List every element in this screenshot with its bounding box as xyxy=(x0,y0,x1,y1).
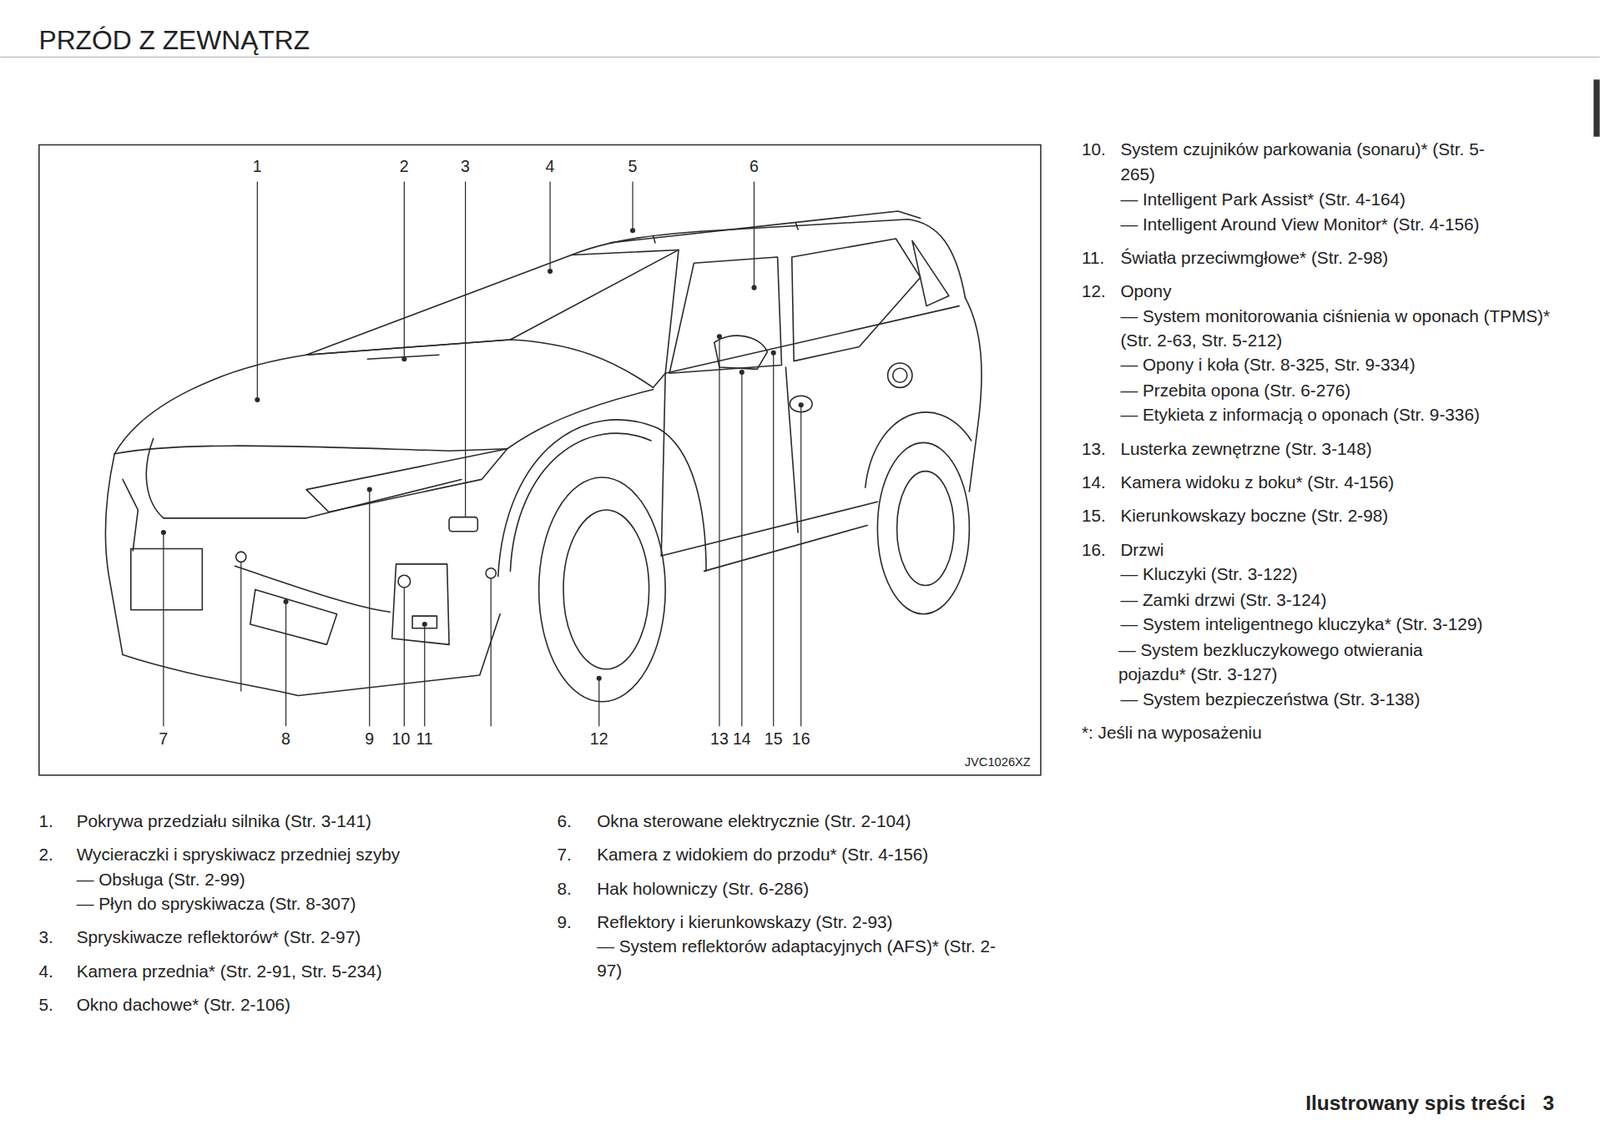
callout-number: 11 xyxy=(415,727,433,751)
list-item: Kamera przednia* (Str. 2-91, Str. 5-234) xyxy=(76,958,383,984)
sub-item: — Etykieta z informacją o oponach (Str. … xyxy=(1120,402,1480,427)
list-number: 12. xyxy=(1081,278,1106,303)
list-item: Pokrywa przedziału silnika (Str. 3-141) xyxy=(76,808,372,833)
page-title: PRZÓD Z ZEWNĄTRZ xyxy=(38,24,310,56)
list-item: Światła przeciwmgłowe* (Str. 2-98) xyxy=(1120,245,1389,270)
sub-item: — Przebita opona (Str. 6-276) xyxy=(1120,378,1351,403)
callout-number: 13 xyxy=(710,727,729,751)
callout-number: 1 xyxy=(252,155,263,178)
leader-lines xyxy=(163,181,802,727)
list-number: 16. xyxy=(1081,537,1106,562)
sub-item: — System inteligentnego kluczyka* (Str. … xyxy=(1120,611,1483,636)
callout-number: 7 xyxy=(158,727,168,751)
list-number: 14. xyxy=(1081,469,1106,495)
footer-text: Ilustrowany spis treści xyxy=(1305,1089,1525,1118)
callout-number: 15 xyxy=(764,727,783,751)
list-item: Opony xyxy=(1120,278,1171,303)
sub-item: — Opony i koła (Str. 8-325, Str. 9-334) xyxy=(1120,352,1415,377)
list-item: Kamera z widokiem do przodu* (Str. 4-156… xyxy=(596,842,929,867)
list-number: 3. xyxy=(38,924,53,949)
sub-item: — Płyn do spryskiwacza (Str. 8-307) xyxy=(76,891,357,916)
list-item: Kamera widoku z boku* (Str. 4-156) xyxy=(1120,469,1394,495)
list-number: 15. xyxy=(1081,503,1106,528)
sub-item: — Intelligent Park Assist* (Str. 4-164) xyxy=(1120,186,1406,212)
header-rule xyxy=(0,56,1600,58)
callout-number: 10 xyxy=(392,727,411,751)
list-number: 9. xyxy=(557,909,572,934)
list-item: Reflektory i kierunkowskazy (Str. 2-93) xyxy=(596,909,893,934)
list-item: Kierunkowskazy boczne (Str. 2-98) xyxy=(1120,503,1389,528)
leader-dots xyxy=(161,227,804,682)
footnote: *: Jeśli na wyposażeniu xyxy=(1081,720,1262,745)
sub-item: — System bezkluczykowego otwierania poja… xyxy=(1118,637,1471,687)
list-number: 8. xyxy=(557,876,572,901)
callout-number: 5 xyxy=(628,155,638,178)
callout-number: 6 xyxy=(749,155,759,178)
list-number: 11. xyxy=(1081,245,1105,270)
edge-tab xyxy=(1593,79,1600,137)
callout-number: 9 xyxy=(364,727,374,751)
car-outline xyxy=(105,211,982,702)
figure-code: JVC1026XZ xyxy=(964,753,1031,772)
list-item: System czujników parkowania (sonaru)* (S… xyxy=(1120,136,1488,186)
list-item: Lusterka zewnętrzne (Str. 3-148) xyxy=(1120,436,1372,461)
callout-number: 12 xyxy=(590,727,609,751)
sub-item: — Intelligent Around View Monitor* (Str.… xyxy=(1120,211,1479,237)
list-item: Hak holowniczy (Str. 6-286) xyxy=(596,876,809,901)
list-number: 4. xyxy=(38,958,53,984)
figure-frame xyxy=(39,145,1041,776)
list-item: Okno dachowe* (Str. 2-106) xyxy=(76,992,291,1017)
sub-item: — System reflektorów adaptacyjnych (AFS)… xyxy=(596,933,1010,983)
page-number: 3 xyxy=(1543,1089,1555,1118)
list-item: Okna sterowane elektrycznie (Str. 2-104) xyxy=(596,808,911,833)
list-item: Spryskiwacze reflektorów* (Str. 2-97) xyxy=(76,924,361,949)
sub-item: — System monitorowania ciśnienia w opona… xyxy=(1120,303,1555,353)
sub-item: — Zamki drzwi (Str. 3-124) xyxy=(1120,587,1327,612)
list-number: 7. xyxy=(557,842,572,867)
list-number: 1. xyxy=(38,808,53,833)
callout-number: 14 xyxy=(732,727,752,751)
list-item: Drzwi xyxy=(1120,537,1164,562)
callout-number: 16 xyxy=(792,727,811,751)
callout-number: 3 xyxy=(460,155,470,178)
list-number: 10. xyxy=(1081,136,1106,162)
callout-number: 2 xyxy=(399,155,409,178)
sub-item: — Obsługa (Str. 2-99) xyxy=(76,867,246,892)
list-number: 13. xyxy=(1081,436,1106,461)
list-number: 6. xyxy=(557,808,572,833)
list-number: 5. xyxy=(38,992,53,1017)
list-item: Wycieraczki i spryskiwacz przedniej szyb… xyxy=(76,842,401,867)
sub-item: — System bezpieczeństwa (Str. 3-138) xyxy=(1120,686,1420,712)
callout-number: 8 xyxy=(281,727,291,751)
sub-item: — Kluczyki (Str. 3-122) xyxy=(1120,561,1298,586)
list-number: 2. xyxy=(38,842,53,867)
callout-number: 4 xyxy=(545,155,556,178)
